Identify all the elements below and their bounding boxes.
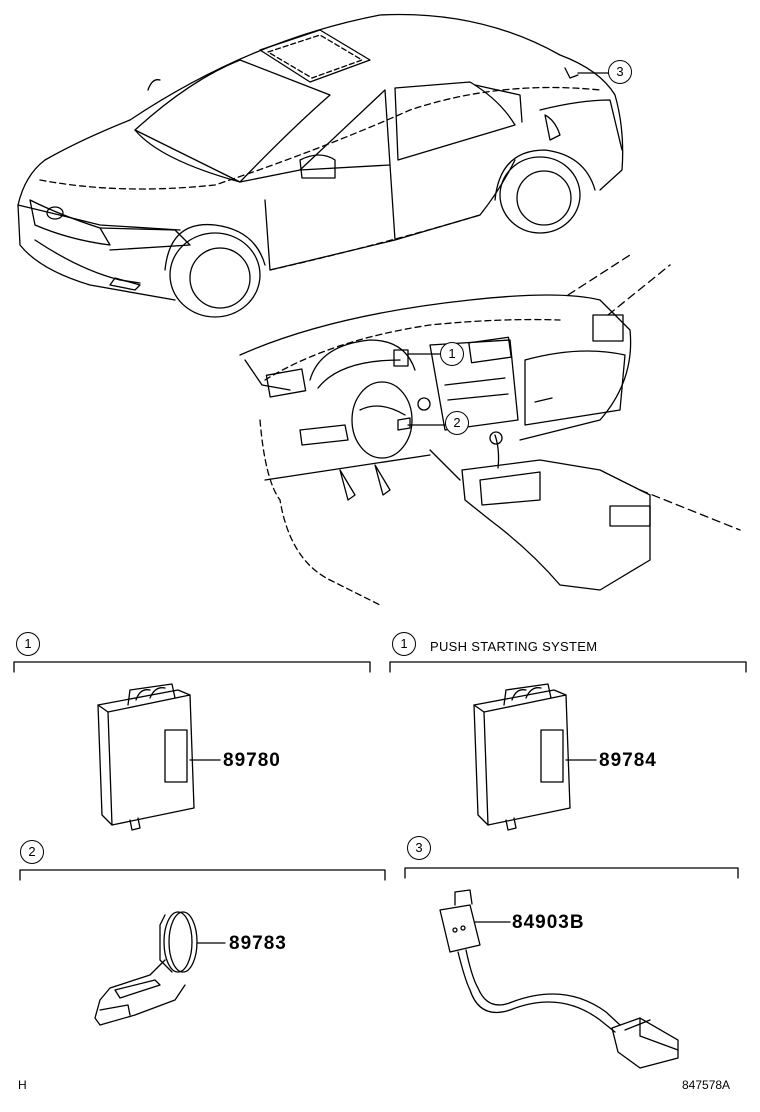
callout-3: 3 (608, 60, 632, 84)
section-marker-1a: 1 (16, 632, 40, 656)
part-number-84903B: 84903B (512, 912, 585, 933)
part-number-89783: 89783 (229, 933, 287, 954)
part-number-89780: 89780 (223, 750, 281, 771)
footer-left-code: H (18, 1078, 27, 1092)
section-header-push-start: PUSH STARTING SYSTEM (430, 639, 598, 654)
vehicle-illustration (17, 13, 624, 318)
module-89780-illustration (97, 683, 221, 831)
sensor-84903B-illustration (439, 889, 679, 1069)
callout-1: 1 (440, 342, 464, 366)
dashboard-illustration (239, 254, 741, 606)
coil-89783-illustration (94, 911, 226, 1026)
section-marker-2: 2 (20, 840, 44, 864)
module-89784-illustration (473, 683, 597, 831)
section-brackets (13, 661, 747, 881)
section-marker-3: 3 (407, 836, 431, 860)
section-marker-1b: 1 (392, 632, 416, 656)
callout-2: 2 (445, 411, 469, 435)
footer-illustration-number: 847578A (682, 1078, 731, 1092)
part-number-89784: 89784 (599, 750, 657, 771)
